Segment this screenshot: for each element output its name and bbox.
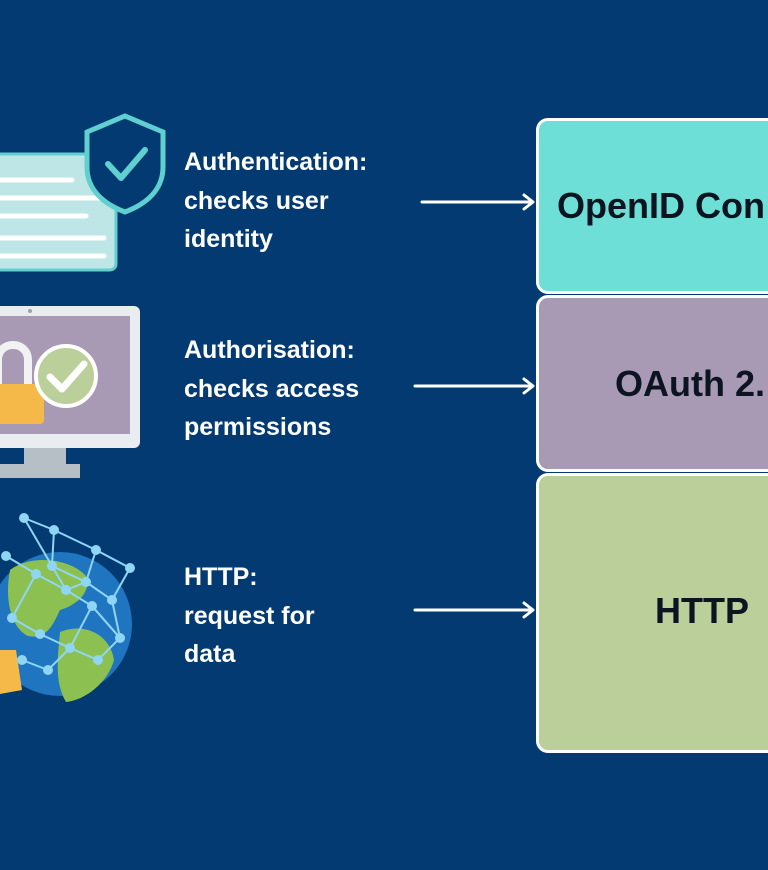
globe-network-icon bbox=[0, 513, 135, 702]
authorisation-label: Authorisation: checks access permissions bbox=[184, 331, 359, 447]
lock-monitor-icon bbox=[0, 306, 140, 478]
oauth-box: OAuth 2. bbox=[536, 295, 768, 472]
arrow-icon bbox=[413, 377, 535, 395]
protocol-name: OpenID Con bbox=[557, 185, 765, 226]
label-line: data bbox=[184, 640, 236, 668]
label-line: identity bbox=[184, 225, 273, 253]
label-line: request for bbox=[184, 601, 315, 630]
http-box: HTTP bbox=[536, 473, 768, 753]
http-label: HTTP: request for data bbox=[184, 558, 315, 674]
arrow-icon bbox=[420, 193, 535, 211]
label-line: Authorisation: bbox=[184, 336, 355, 364]
authentication-label: Authentication: checks user identity bbox=[184, 143, 367, 259]
protocol-name: OAuth 2. bbox=[615, 362, 765, 404]
openid-connect-box: OpenID Con bbox=[536, 118, 768, 294]
arrow-icon bbox=[413, 601, 535, 619]
label-line: checks user bbox=[184, 186, 329, 215]
shield-document-icon bbox=[0, 113, 166, 272]
label-line: checks access bbox=[184, 374, 360, 403]
label-line: Authentication: bbox=[184, 148, 368, 176]
label-line: HTTP: bbox=[184, 563, 258, 591]
protocol-name: HTTP bbox=[655, 590, 749, 631]
label-line: permissions bbox=[184, 413, 332, 441]
